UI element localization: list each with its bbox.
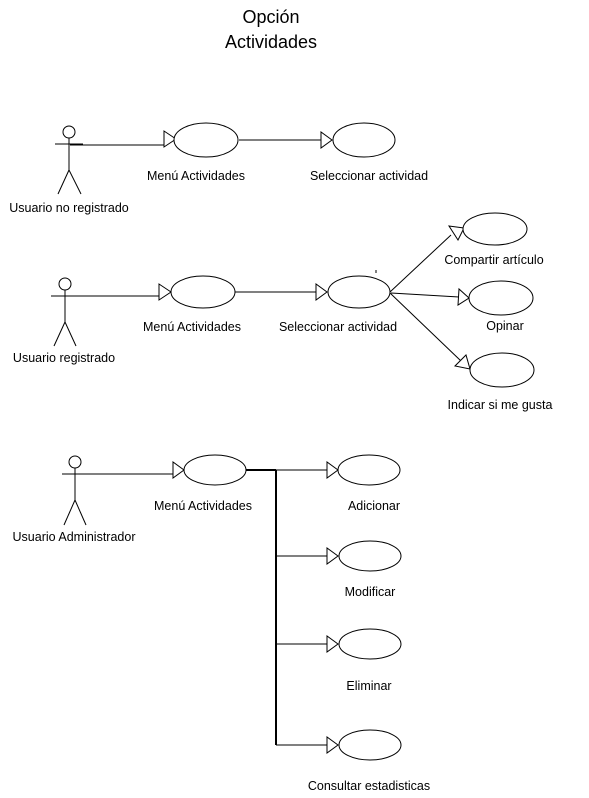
use-case-modificar — [338, 540, 402, 572]
use-case-label: Menú Actividades — [143, 320, 241, 334]
use-case-consultar-estadisticas — [338, 729, 402, 761]
association-line — [276, 635, 339, 653]
use-case-indicar-si-me-gusta — [469, 352, 535, 388]
use-case-compartir-articulo — [462, 212, 528, 246]
actor-usuario-registrado — [51, 277, 79, 347]
association-line — [390, 287, 470, 306]
association-line — [66, 283, 172, 301]
use-case-adicionar — [337, 454, 401, 486]
actor-label: Usuario no registrado — [9, 201, 129, 215]
association-line — [70, 130, 177, 148]
actor-label: Usuario registrado — [13, 351, 115, 365]
use-case-seleccionar-actividad — [332, 122, 396, 158]
association-line — [276, 547, 339, 565]
use-case-seleccionar-actividad — [327, 275, 391, 309]
use-case-menu-actividades — [173, 122, 239, 158]
use-case-label: Menú Actividades — [147, 169, 245, 183]
actor-usuario-administrador — [62, 455, 88, 526]
actor-label: Usuario Administrador — [13, 530, 136, 544]
use-case-label: Compartir artículo — [444, 253, 543, 267]
use-case-menu-actividades — [170, 275, 236, 309]
use-case-label: Opinar — [486, 319, 524, 333]
association-line — [235, 283, 328, 301]
association-line — [276, 461, 339, 479]
use-case-label: Eliminar — [346, 679, 391, 693]
use-case-label: Seleccionar actividad — [279, 320, 397, 334]
diagram-title-line1: Opción — [242, 7, 299, 27]
use-case-label: Adicionar — [348, 499, 400, 513]
diagram-title-line2: Actividades — [225, 32, 317, 52]
association-line — [76, 461, 185, 479]
use-case-label: Consultar estadisticas — [308, 779, 430, 793]
use-case-eliminar — [338, 628, 402, 660]
association-line — [276, 736, 339, 754]
use-case-label: Modificar — [345, 585, 396, 599]
use-case-opinar — [468, 280, 534, 316]
association-line — [389, 225, 465, 293]
use-case-menu-actividades — [183, 454, 247, 486]
use-case-label: Menú Actividades — [154, 499, 252, 513]
use-case-label: Seleccionar actividad — [310, 169, 428, 183]
actor-usuario-no-registrado — [55, 125, 83, 195]
association-line — [239, 131, 333, 149]
association-line — [389, 292, 471, 370]
use-case-label: Indicar si me gusta — [448, 398, 553, 412]
